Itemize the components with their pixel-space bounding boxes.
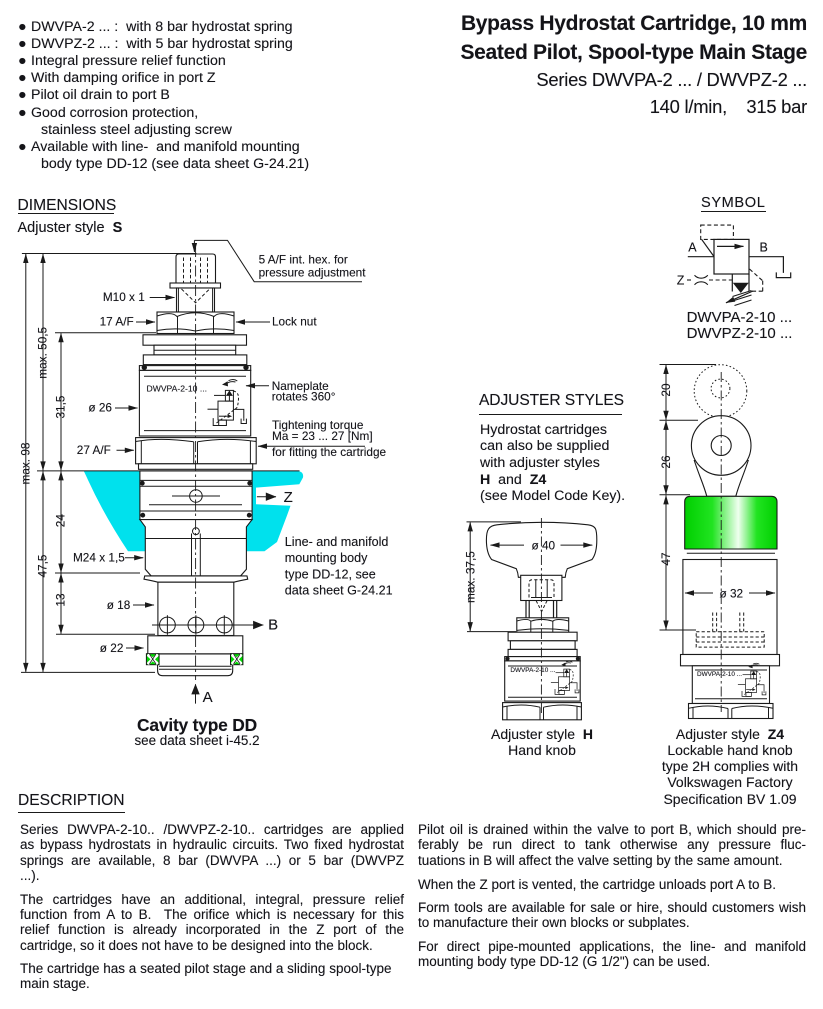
svg-text:rotates 360°: rotates 360° [272,390,336,404]
svg-text:5 A/F int. hex. for: 5 A/F int. hex. for [259,253,348,267]
svg-text:data sheet G-24.21: data sheet G-24.21 [285,584,393,598]
svg-text:A: A [688,241,697,255]
svg-text:max. 37,5: max. 37,5 [464,551,478,603]
svg-text:DWVPA-2-10 ...: DWVPA-2-10 ... [147,384,208,394]
svg-text:27 A/F: 27 A/F [77,443,111,457]
svg-text:Tightening torque: Tightening torque [272,418,364,432]
svg-text:max. 98: max. 98 [18,442,32,484]
svg-text:M24 x 1,5: M24 x 1,5 [73,551,125,565]
svg-text:13: 13 [54,593,68,607]
svg-text:ø 18: ø 18 [107,598,131,612]
svg-text:B: B [760,241,768,255]
svg-text:Line- and manifold: Line- and manifold [285,535,389,549]
svg-text:20: 20 [659,383,673,397]
svg-text:31,5: 31,5 [54,395,68,418]
svg-text:A: A [203,689,213,706]
svg-text:26: 26 [659,455,673,469]
svg-text:ø 26: ø 26 [88,401,112,415]
svg-text:Lock nut: Lock nut [272,314,317,328]
svg-text:mounting body: mounting body [285,551,368,565]
svg-text:24: 24 [54,514,68,528]
svg-text:for fitting the cartridge: for fitting the cartridge [272,445,387,459]
svg-text:pressure adjustment: pressure adjustment [259,266,367,280]
svg-text:type DD-12, see: type DD-12, see [285,567,376,581]
svg-text:Z: Z [677,274,685,288]
svg-text:ø 22: ø 22 [100,641,124,655]
svg-text:47,5: 47,5 [36,554,50,577]
svg-text:17 A/F: 17 A/F [100,314,134,328]
svg-text:max. 50,5: max. 50,5 [36,326,50,378]
svg-text:47: 47 [659,552,673,565]
svg-text:M10 x 1: M10 x 1 [103,290,145,304]
svg-text:ø 40: ø 40 [532,538,556,552]
svg-text:ø 32: ø 32 [720,586,744,600]
svg-text:DWVPA-2-10 ...: DWVPA-2-10 ... [697,671,742,678]
svg-text:DWVPA-2-10 ...: DWVPA-2-10 ... [510,667,555,674]
svg-text:Ma = 23 ... 27 [Nm]: Ma = 23 ... 27 [Nm] [272,429,373,443]
svg-text:B: B [268,617,278,634]
svg-text:Nameplate: Nameplate [272,379,329,393]
svg-text:Z: Z [284,489,293,506]
